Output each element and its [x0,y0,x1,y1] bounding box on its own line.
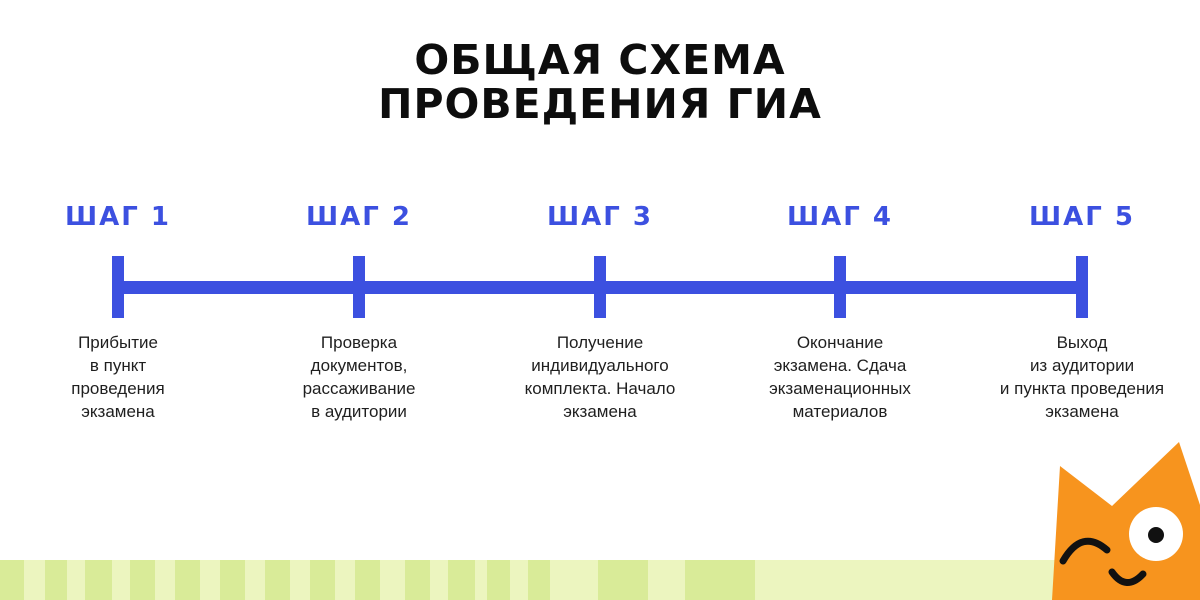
step-4-label: ШАГ 4 [787,202,893,232]
step-3-description: Получение индивидуального комплекта. Нач… [524,333,676,421]
band-stripe [265,560,290,600]
band-stripe [380,560,405,600]
band-stripe [528,560,550,600]
band-stripe [510,560,528,600]
timeline-tick-5 [1076,256,1088,318]
cat-eye-pupil [1148,527,1164,543]
cat-head [1052,442,1200,600]
step-5-description: Выход из аудитории и пункта проведения э… [999,333,1165,421]
step-5-label: ШАГ 5 [1029,202,1135,232]
step-4-description: Окончание экзамена. Сдача экзаменационны… [769,333,911,421]
band-stripe [648,560,685,600]
step-2-description: Проверка документов, рассаживание в ауди… [302,333,416,421]
step-2-label: ШАГ 2 [306,202,412,232]
band-stripe [0,560,24,600]
band-stripe [550,560,598,600]
band-stripe [245,560,265,600]
band-stripe [310,560,335,600]
band-stripe [45,560,67,600]
band-stripe [290,560,310,600]
cat-smile [1108,568,1147,586]
page-title-line-1: ОБЩАЯ СХЕМА [414,36,786,84]
cat-mascot-icon [1052,442,1200,600]
step-column-1: ШАГ 1 Прибытие в пункт проведения экзаме… [2,0,234,600]
band-stripe [85,560,112,600]
band-stripe [175,560,200,600]
timeline-tick-1 [112,256,124,318]
band-stripe [130,560,155,600]
band-stripe [487,560,510,600]
band-stripe [685,560,755,600]
band-stripe [475,560,487,600]
bottom-band [0,560,1200,600]
band-stripe [200,560,220,600]
timeline-tick-3 [594,256,606,318]
band-stripe [448,560,475,600]
band-stripe [405,560,430,600]
band-stripe [24,560,45,600]
step-column-4: ШАГ 4 Окончание экзамена. Сдача экзамена… [724,0,956,600]
step-column-2: ШАГ 2 Проверка документов, рассаживание … [243,0,475,600]
timeline-tick-4 [834,256,846,318]
band-stripe [598,560,648,600]
timeline-tick-2 [353,256,365,318]
page-title-line-2: ПРОВЕДЕНИЯ ГИА [378,80,822,128]
step-3-label: ШАГ 3 [547,202,653,232]
cat-eye-wink [1059,537,1111,565]
step-column-3: ШАГ 3 Получение индивидуального комплект… [484,0,716,600]
band-stripe [355,560,380,600]
band-stripe [430,560,448,600]
step-1-description: Прибытие в пункт проведения экзамена [71,333,165,421]
band-stripe [335,560,355,600]
band-stripe [67,560,85,600]
step-column-5: ШАГ 5 Выход из аудитории и пункта провед… [966,0,1198,600]
page-title: ОБЩАЯ СХЕМА ПРОВЕДЕНИЯ ГИА [0,38,1200,126]
band-stripe [155,560,175,600]
band-stripe [220,560,245,600]
step-1-label: ШАГ 1 [65,202,171,232]
band-stripe [112,560,130,600]
